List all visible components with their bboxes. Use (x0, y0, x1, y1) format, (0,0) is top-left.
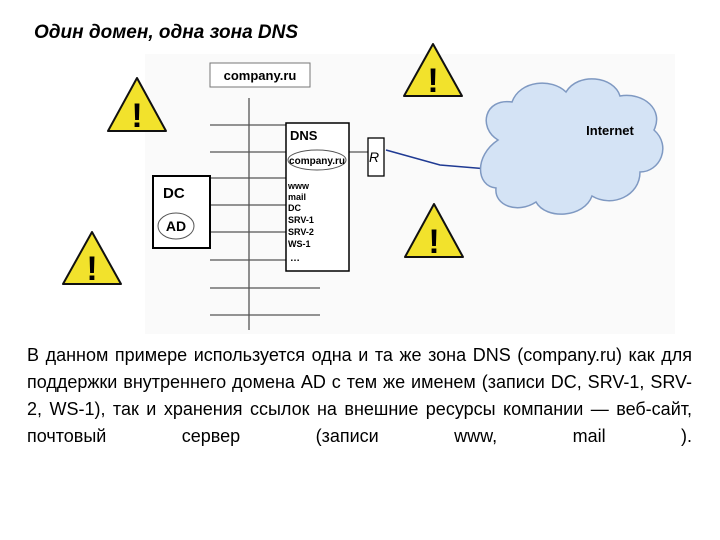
svg-text:!: ! (131, 97, 142, 135)
router-icon (367, 137, 385, 177)
dns-zone-oval (287, 149, 347, 171)
domain-box: company.ru (209, 62, 311, 88)
description-paragraph: В данном примере используется одна и та … (27, 345, 692, 446)
internet-cloud: Internet (479, 78, 664, 215)
dc-server-title: DC (163, 185, 185, 202)
svg-text:!: ! (428, 223, 439, 261)
svg-text:!: ! (427, 62, 438, 100)
router: R (367, 137, 385, 177)
cloud-icon (479, 78, 664, 215)
dc-role-oval (157, 212, 195, 240)
domain-box-label: company.ru (224, 68, 297, 83)
dns-record: SRV-1 (288, 215, 314, 225)
dns-server: DNS company.ru www mail DC SRV-1 SRV-2 W… (285, 122, 350, 272)
page-title: Один домен, одна зона DNS (34, 22, 299, 43)
dns-record: WS-1 (288, 239, 311, 249)
warning-icon: ! (404, 203, 464, 261)
warning-icon: ! (403, 43, 463, 100)
svg-text:!: ! (86, 250, 97, 288)
warning-icon: ! (107, 77, 167, 135)
dns-zone-label: company.ru (289, 156, 345, 167)
network-bus (210, 98, 368, 330)
cloud-label: Internet (586, 123, 634, 138)
dc-server: DC AD (152, 175, 211, 249)
dc-role-label: AD (166, 218, 186, 234)
server-icon (152, 175, 211, 249)
dns-record: DC (288, 203, 301, 213)
dns-server-title: DNS (290, 128, 318, 143)
dns-record: www (287, 181, 310, 191)
dns-record: … (290, 253, 300, 264)
warning-icon: ! (62, 231, 122, 288)
dns-record: SRV-2 (288, 227, 314, 237)
dns-record: mail (288, 192, 306, 202)
router-label: R (369, 149, 379, 165)
server-icon (285, 122, 350, 272)
network-diagram: company.ru DNS company.ru www mail DC SR… (62, 43, 664, 330)
